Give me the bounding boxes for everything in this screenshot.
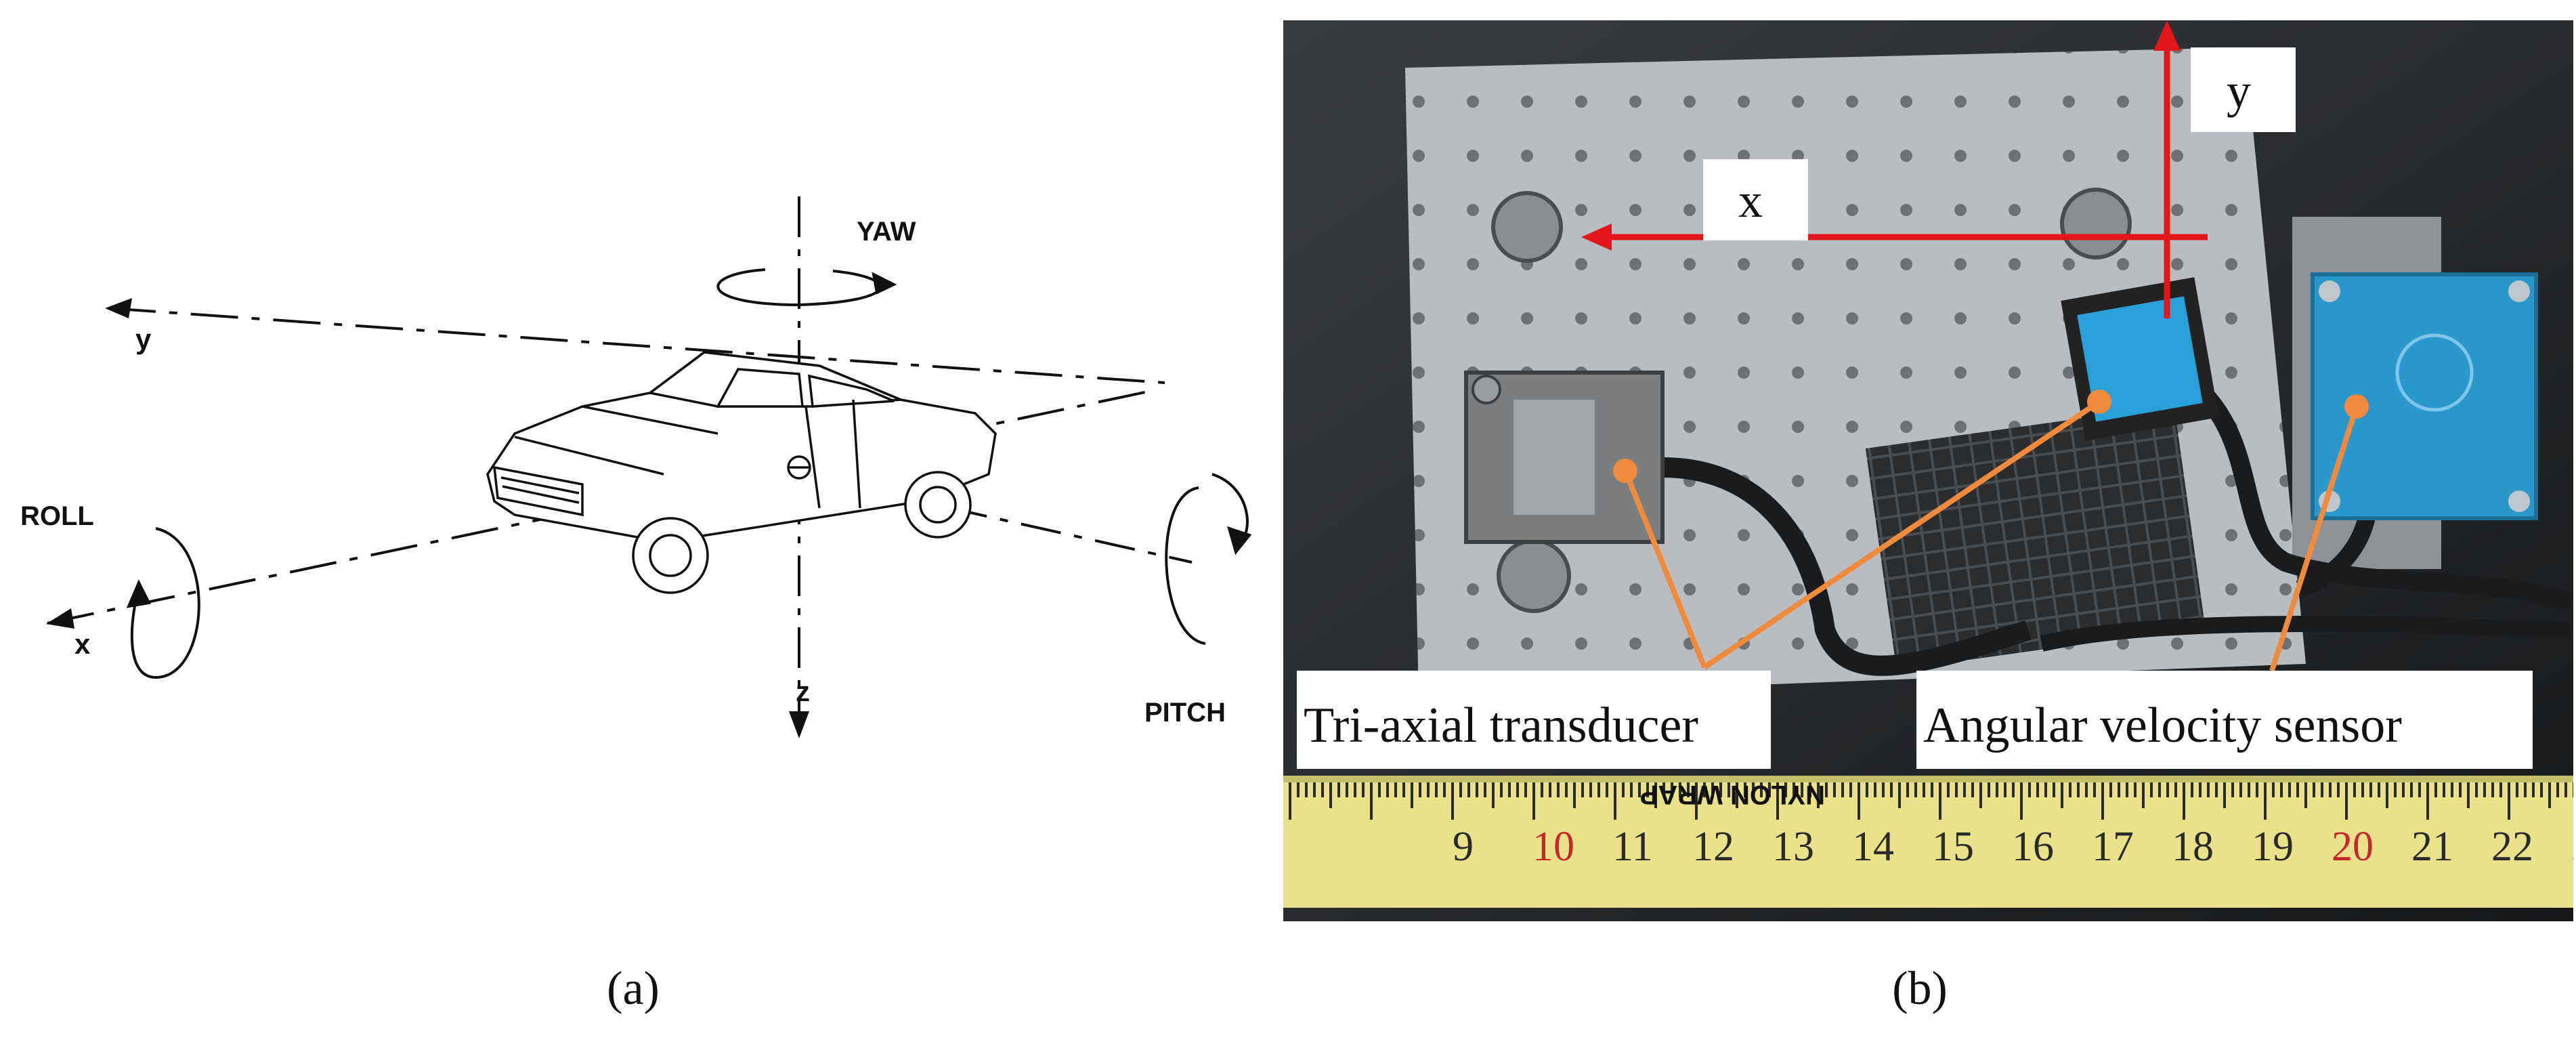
- ruler-number: 13: [1772, 824, 1814, 870]
- ruler-number: 22: [2491, 824, 2533, 870]
- photo-x-label: x: [1738, 173, 1763, 228]
- callout-dots: [1613, 390, 2369, 483]
- ruler-number: 17: [2092, 824, 2134, 870]
- caption-b: (b): [1892, 963, 1948, 1015]
- x-label-box: [1703, 159, 1808, 240]
- measuring-tape: NYLON WRAP 9 10 11 12 13 14 15 16 17 18 19 20 21 22 23: [1283, 776, 2573, 908]
- ruler-ticks: [1289, 782, 2573, 820]
- z-arrowhead: [789, 711, 809, 738]
- pitch-rotation-icon: [1165, 473, 1252, 645]
- ruler-number: 9: [1453, 824, 1474, 870]
- ruler-number: 10: [1532, 824, 1574, 870]
- cable-bundle: [1662, 364, 2573, 676]
- panel-b-sensor-photo: NYLON WRAP 9 10 11 12 13 14 15 16 17 18 19 20 21 22 23…: [1283, 20, 2573, 921]
- x-arrowhead: [46, 608, 74, 629]
- ruler-number: 15: [1932, 824, 1974, 870]
- ruler-number: 21: [2411, 824, 2453, 870]
- pitch-label: PITCH: [1144, 698, 1226, 728]
- caption-a: (a): [607, 963, 660, 1015]
- blue-sensor-large: [2311, 272, 2538, 520]
- ruler-number: 18: [2172, 824, 2214, 870]
- yaw-label: YAW: [857, 217, 916, 247]
- x-axis-label: x: [74, 628, 91, 660]
- y-axis-label: y: [135, 323, 152, 355]
- ruler-numbers: 9 10 11 12 13 14 15 16 17 18 19 20 21 22 23: [1453, 824, 2573, 870]
- ruler-number: 23: [2571, 824, 2573, 870]
- roll-rotation-icon: [126, 527, 200, 679]
- blue-sensor-small: [2061, 277, 2219, 441]
- ruler-number: 11: [1612, 824, 1653, 870]
- y-label-box: [2191, 47, 2296, 132]
- pitch-axis-extension: [798, 473, 1193, 564]
- y-arrowhead: [105, 298, 132, 318]
- red-axis-arrows: [1581, 20, 2208, 318]
- ruler-number: 16: [2012, 824, 2054, 870]
- angular-label: Angular velocity sensor: [1923, 698, 2402, 753]
- x-arrowhead-red: [1581, 224, 1612, 251]
- ruler-top-text: NYLON WRAP: [1640, 780, 1825, 810]
- angular-label-box: [1916, 671, 2533, 769]
- y-axis-line: [108, 307, 1165, 384]
- z-axis-label: z: [796, 675, 810, 707]
- ruler-number: 12: [1692, 824, 1734, 870]
- yaw-rotation-icon: [716, 268, 897, 307]
- panel-a-vehicle-axes-diagram: YAW ROLL PITCH y x z: [20, 196, 1252, 738]
- roll-label: ROLL: [20, 501, 94, 531]
- car-drawing: [486, 351, 997, 594]
- ruler-number: 19: [2252, 824, 2294, 870]
- ruler-number: 20: [2332, 824, 2374, 870]
- y-arrowhead-red: [2153, 20, 2181, 51]
- callout-lines: [1623, 399, 2359, 672]
- ruler-number: 14: [1852, 824, 1894, 870]
- photo-y-label: y: [2227, 64, 2251, 118]
- triaxial-label-box: [1297, 671, 1771, 769]
- triaxial-label: Tri-axial transducer: [1304, 698, 1698, 753]
- triaxial-transducer-block: [1464, 371, 1665, 544]
- bolt-group: [1491, 188, 2132, 613]
